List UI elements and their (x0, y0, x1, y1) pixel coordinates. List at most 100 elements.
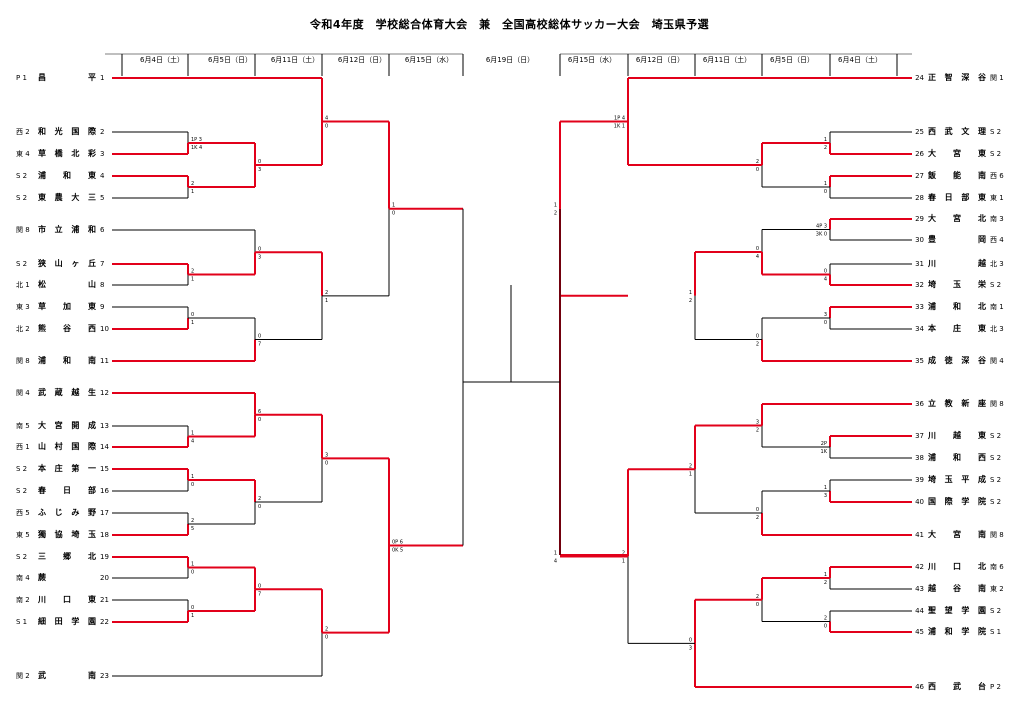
team-number: 15 (100, 465, 109, 473)
R_r5_a-score-bot: 2 (554, 211, 557, 217)
team-region: S 2 (990, 607, 1002, 615)
team-name: 埼玉平成 (928, 475, 986, 484)
team-number: 8 (100, 281, 105, 289)
team-region: 北 3 (990, 260, 1004, 268)
R_r1_g-score-bot: 3 (824, 493, 827, 499)
team-number: 30 (915, 236, 924, 244)
team-region: S 2 (16, 194, 28, 202)
team-number: 20 (100, 574, 109, 582)
R_r5_a-score-top: 1 (554, 203, 557, 209)
team-region: 関 8 (990, 400, 1004, 408)
team-name: 武南 (38, 671, 96, 680)
L_r1_h-score-bot: 0 (191, 570, 194, 576)
team-region: P 2 (990, 683, 1001, 691)
team-number: 32 (915, 281, 924, 289)
team-number: 16 (100, 487, 109, 495)
team-name: 草橋北彩 (38, 149, 96, 158)
team-name: 春日部 (38, 486, 96, 495)
left-team-9: 東 3 草加東 9 (16, 300, 104, 314)
right-team-9: 32 埼玉栄 S 2 (906, 278, 1001, 292)
team-region: 西 6 (990, 172, 1004, 180)
R_r3_a-score-top: 1 (689, 290, 692, 296)
team-region: 東 2 (990, 585, 1004, 593)
team-number: 33 (915, 303, 924, 311)
team-region: S 2 (16, 260, 28, 268)
team-name: 草加東 (38, 302, 96, 311)
team-region: S 2 (16, 172, 28, 180)
team-region: 西 4 (990, 236, 1004, 244)
team-name: 川口東 (38, 595, 96, 604)
team-number: 9 (100, 303, 105, 311)
date-header-left-3: 6月11日（土） (270, 56, 320, 64)
R_r2_c-score-bot: 2 (756, 342, 759, 348)
R_r2_e-score-bot: 2 (756, 515, 759, 521)
team-region: 北 2 (16, 325, 30, 333)
R_r1_c-score-top: 4P 3 (816, 224, 827, 230)
L_r2_c-score-bot: 7 (258, 342, 261, 348)
R_r1_h-score-top: 1 (824, 572, 827, 578)
R_r2_b-score-top: 0 (756, 246, 759, 252)
date-header-right-2: 6月5日（日） (770, 56, 814, 64)
team-name: 昌平 (38, 73, 96, 82)
L_r2_b-score-bot: 3 (258, 254, 261, 260)
team-name: 西武台 (928, 682, 986, 691)
team-name: 立教新座 (928, 399, 986, 408)
L_r1_e-score-bot: 4 (191, 439, 194, 445)
date-header-left-4: 6月12日（日） (337, 56, 387, 64)
team-region: 西 1 (16, 443, 30, 451)
R_r2_a-score-bot: 0 (756, 167, 759, 173)
team-name: 本庄第一 (38, 464, 96, 473)
team-name: 正智深谷 (928, 73, 986, 82)
team-region: S 2 (16, 487, 28, 495)
team-number: 1 (100, 74, 105, 82)
team-region: S 2 (990, 128, 1002, 136)
R_r3_c-score-top: 0 (689, 637, 692, 643)
date-header-left-5: 6月15日（水） (404, 56, 454, 64)
team-number: 34 (915, 325, 924, 333)
R_r1_e-score-top: 3 (824, 312, 827, 318)
date-header-right-3: 6月11日（土） (702, 56, 752, 64)
team-name: 三郷北 (38, 552, 96, 561)
team-name: 大宮南 (928, 530, 986, 539)
L_r1_c-score-top: 2 (191, 269, 194, 275)
team-number: 24 (915, 74, 924, 82)
team-name: 東農大三 (38, 193, 96, 202)
R_r1_f-score-top: 2P (821, 441, 827, 447)
team-number: 23 (100, 672, 109, 680)
team-region: S 2 (990, 281, 1002, 289)
team-name: 埼玉栄 (928, 280, 986, 289)
L_r2_b-score-top: 0 (258, 246, 261, 252)
team-region: 南 6 (990, 563, 1004, 571)
team-number: 3 (100, 150, 105, 158)
right-team-7: 30 豊岡西 4 (906, 233, 1004, 247)
team-name: 国際学院 (928, 497, 986, 506)
team-name: 豊岡 (928, 235, 986, 244)
team-region: 関 4 (990, 357, 1004, 365)
team-region: 東 3 (16, 303, 30, 311)
L_r2_a-score-bot: 3 (258, 167, 261, 173)
team-number: 39 (915, 476, 924, 484)
team-number: 10 (100, 325, 109, 333)
L_r1_c-score-bot: 1 (191, 277, 194, 283)
L_r1_d-score-bot: 1 (191, 320, 194, 326)
left-team-3: 東 4 草橋北彩 3 (16, 147, 104, 161)
team-number: 46 (915, 683, 924, 691)
R_r1_i-score-top: 2 (824, 616, 827, 622)
team-region: 関 2 (16, 672, 30, 680)
team-region: S 2 (16, 553, 28, 561)
L_r4_b-score-top: 0P 6 (392, 540, 403, 546)
team-region: 東 4 (16, 150, 30, 158)
